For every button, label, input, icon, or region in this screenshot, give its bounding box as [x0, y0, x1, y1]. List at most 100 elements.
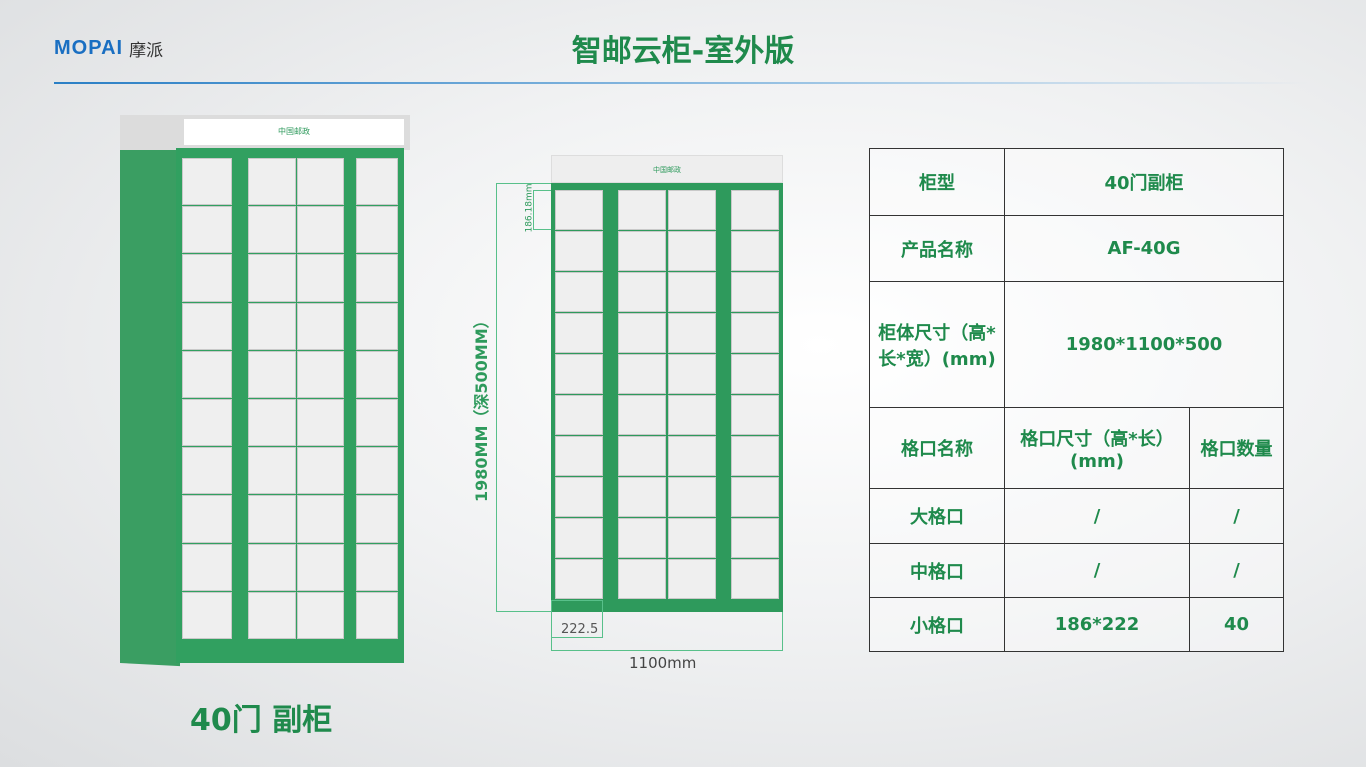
page-title: 智邮云柜-室外版	[571, 34, 795, 69]
locker-door	[731, 518, 779, 558]
locker-door	[356, 543, 398, 591]
cell-count: /	[1189, 543, 1284, 598]
locker-door	[182, 495, 232, 543]
locker-door	[248, 543, 296, 591]
locker-door	[182, 158, 232, 206]
locker-door	[555, 559, 603, 599]
cell-name: 大格口	[869, 488, 1005, 544]
locker-door	[618, 190, 666, 230]
locker-door	[297, 254, 344, 302]
locker-door	[668, 395, 716, 435]
cabinet-badge: 中国邮政	[184, 119, 404, 145]
locker-door	[356, 302, 398, 350]
locker-door	[618, 231, 666, 271]
locker-door	[668, 272, 716, 312]
cell-width-dimension: 222.5	[561, 622, 599, 637]
locker-door	[618, 436, 666, 476]
locker-door	[731, 190, 779, 230]
locker-door	[297, 350, 344, 398]
locker-door	[731, 436, 779, 476]
locker-door	[248, 591, 296, 639]
title-divider	[54, 82, 1309, 84]
locker-door	[356, 206, 398, 254]
locker-door	[668, 436, 716, 476]
cell-count: /	[1189, 488, 1284, 544]
locker-door	[297, 399, 344, 447]
locker-door	[618, 272, 666, 312]
locker-door	[182, 302, 232, 350]
cell-name: 中格口	[869, 543, 1005, 598]
locker-door	[248, 399, 296, 447]
locker-door	[668, 559, 716, 599]
locker-door	[297, 302, 344, 350]
locker-door	[356, 495, 398, 543]
locker-door	[668, 231, 716, 271]
logo-text-cn: 摩派	[129, 41, 164, 61]
locker-door	[182, 447, 232, 495]
product-name-value: AF-40G	[1004, 215, 1284, 282]
locker-door	[555, 354, 603, 394]
locker-door	[618, 313, 666, 353]
locker-door	[555, 395, 603, 435]
mopai-logo: MOPAI 摩派	[54, 36, 163, 61]
locker-door	[668, 313, 716, 353]
locker-door	[356, 254, 398, 302]
cabinet-type-value: 40门副柜	[1004, 148, 1284, 216]
locker-door	[248, 302, 296, 350]
locker-door	[618, 477, 666, 517]
locker-door	[668, 477, 716, 517]
locker-door	[248, 254, 296, 302]
width-dimension: 1100mm	[629, 654, 697, 672]
locker-door	[555, 313, 603, 353]
locker-door	[182, 254, 232, 302]
locker-door	[297, 447, 344, 495]
locker-door	[182, 543, 232, 591]
locker-door	[248, 447, 296, 495]
locker-door	[555, 190, 603, 230]
locker-door	[731, 354, 779, 394]
header-count: 格口数量	[1189, 407, 1284, 489]
cell-height-dimension: 186.18mm	[524, 183, 535, 233]
locker-door	[668, 518, 716, 558]
locker-door	[618, 354, 666, 394]
locker-door	[555, 272, 603, 312]
locker-door	[248, 350, 296, 398]
locker-door	[182, 591, 232, 639]
locker-door	[297, 591, 344, 639]
drawing-badge: 中国邮政	[551, 155, 783, 183]
locker-door	[356, 447, 398, 495]
locker-door	[731, 477, 779, 517]
locker-door	[618, 518, 666, 558]
locker-door	[182, 399, 232, 447]
size-label: 柜体尺寸（高*长*宽）(mm)	[869, 281, 1005, 408]
locker-door	[555, 231, 603, 271]
locker-door	[248, 495, 296, 543]
locker-door	[731, 313, 779, 353]
cell-size: /	[1004, 543, 1190, 598]
header-size: 格口尺寸（高*长）(mm)	[1004, 407, 1190, 489]
locker-door	[618, 395, 666, 435]
locker-door	[297, 158, 344, 206]
locker-door	[356, 399, 398, 447]
product-name-label: 产品名称	[869, 215, 1005, 282]
cell-size: /	[1004, 488, 1190, 544]
logo-text-en: MOPAI	[54, 37, 124, 59]
cabinet-type-label: 柜型	[869, 148, 1005, 216]
locker-door	[668, 354, 716, 394]
locker-door	[555, 436, 603, 476]
locker-door	[297, 543, 344, 591]
locker-door	[248, 206, 296, 254]
cell-count: 40	[1189, 597, 1284, 652]
locker-door	[731, 231, 779, 271]
locker-door	[182, 206, 232, 254]
locker-door	[555, 518, 603, 558]
size-value: 1980*1100*500	[1004, 281, 1284, 408]
locker-door	[248, 158, 296, 206]
locker-door	[731, 272, 779, 312]
cell-size: 186*222	[1004, 597, 1190, 652]
header-name: 格口名称	[869, 407, 1005, 489]
locker-door	[731, 559, 779, 599]
locker-door	[182, 350, 232, 398]
